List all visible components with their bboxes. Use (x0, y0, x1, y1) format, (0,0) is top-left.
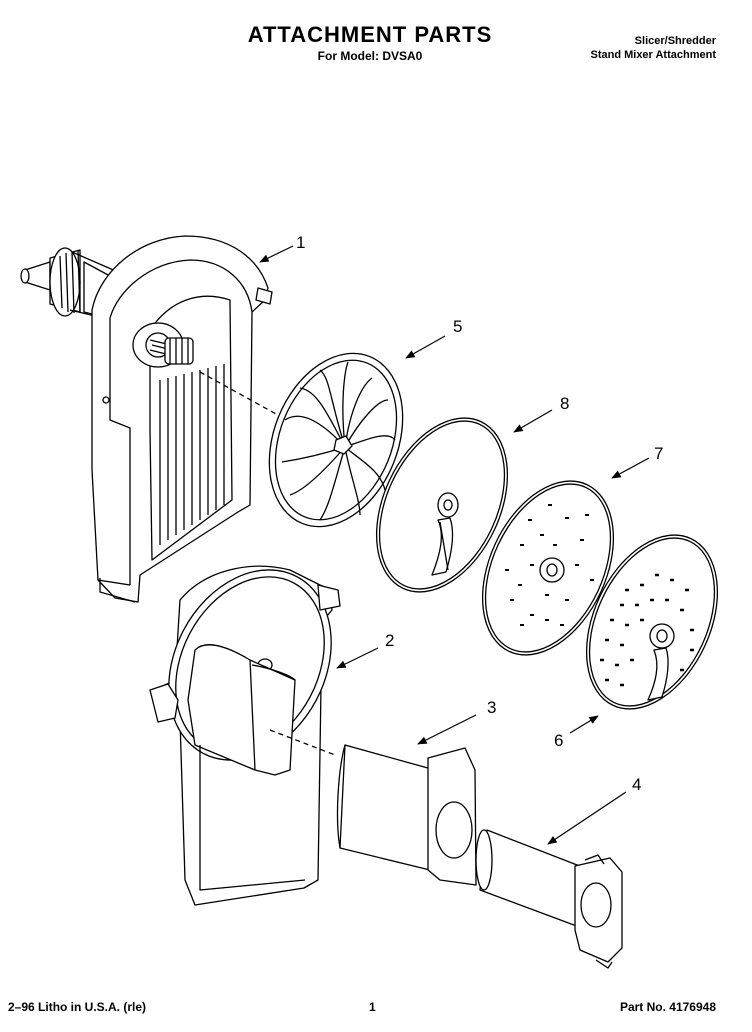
footer-litho: 2–96 Litho in U.S.A. (rle) (8, 1000, 147, 1014)
part-5-cone (268, 352, 404, 528)
footer-page-number: 1 (369, 1000, 376, 1014)
callout-5: 5 (453, 317, 462, 336)
product-line-1: Slicer/Shredder (634, 35, 716, 47)
part-3-pusher-sleeve (336, 744, 521, 886)
housing-body (91, 235, 269, 603)
callout-6: 6 (554, 731, 563, 750)
part-4-food-pusher (475, 829, 623, 969)
part-1-housing (20, 235, 273, 603)
callout-3: 3 (487, 698, 496, 717)
callout-4: 4 (632, 775, 641, 794)
part-8-slicing-disc (375, 417, 509, 593)
product-line-2: Stand Mixer Attachment (590, 49, 716, 61)
page-title: ATTACHMENT PARTS (247, 22, 493, 47)
callout-leaders (259, 245, 650, 845)
product-description: Slicer/Shredder Stand Mixer Attachment (590, 34, 716, 62)
part-2-hopper (149, 565, 341, 906)
callout-8: 8 (560, 394, 569, 413)
part-6-coarse-shredding-disc (585, 534, 719, 710)
footer-part-number: Part No. 4176948 (619, 1000, 716, 1014)
callout-1: 1 (296, 233, 305, 252)
model-subtitle: For Model: DVSA0 (317, 49, 423, 63)
callout-7: 7 (654, 444, 663, 463)
callout-2: 2 (385, 631, 394, 650)
part-7-fine-shredding-disc (481, 480, 615, 656)
